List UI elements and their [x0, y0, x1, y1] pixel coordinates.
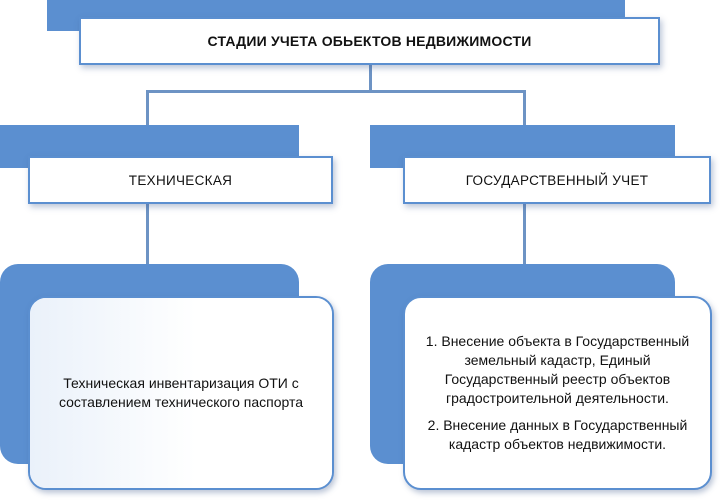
state-stage-title: ГОСУДАРСТВЕННЫЙ УЧЕТ [465, 172, 649, 188]
technical-stage-node: ТЕХНИЧЕСКАЯ [28, 156, 333, 204]
root-title: СТАДИИ УЧЕТА ОБЬЕКТОВ НЕДВИЖИМОСТИ [207, 33, 532, 49]
connector-technical-down [146, 202, 149, 268]
state-detail-node: 1. Внесение объекта в Государственный зе… [403, 296, 712, 490]
technical-stage-title: ТЕХНИЧЕСКАЯ [128, 172, 233, 188]
technical-detail-paragraph: Техническая инвентаризация ОТИ с составл… [58, 375, 304, 410]
connector-horizontal [146, 90, 526, 93]
state-detail-paragraph-2: 2. Внесение данных в Государственный кад… [427, 417, 688, 452]
state-stage-node: ГОСУДАРСТВЕННЫЙ УЧЕТ [403, 156, 711, 204]
technical-detail-text: Техническая инвентаризация ОТИ с составл… [42, 374, 320, 412]
technical-detail-node: Техническая инвентаризация ОТИ с составл… [28, 296, 334, 490]
technical-detail-gradient [30, 298, 332, 488]
connector-to-technical [146, 90, 149, 126]
connector-state-down [523, 202, 526, 268]
root-node: СТАДИИ УЧЕТА ОБЬЕКТОВ НЕДВИЖИМОСТИ [79, 17, 660, 65]
state-detail-paragraph-1: 1. Внесение объекта в Государственный зе… [425, 333, 690, 406]
connector-to-state [523, 90, 526, 126]
state-detail-text: 1. Внесение объекта в Государственный зе… [417, 332, 698, 454]
connector-root-down [369, 62, 372, 92]
